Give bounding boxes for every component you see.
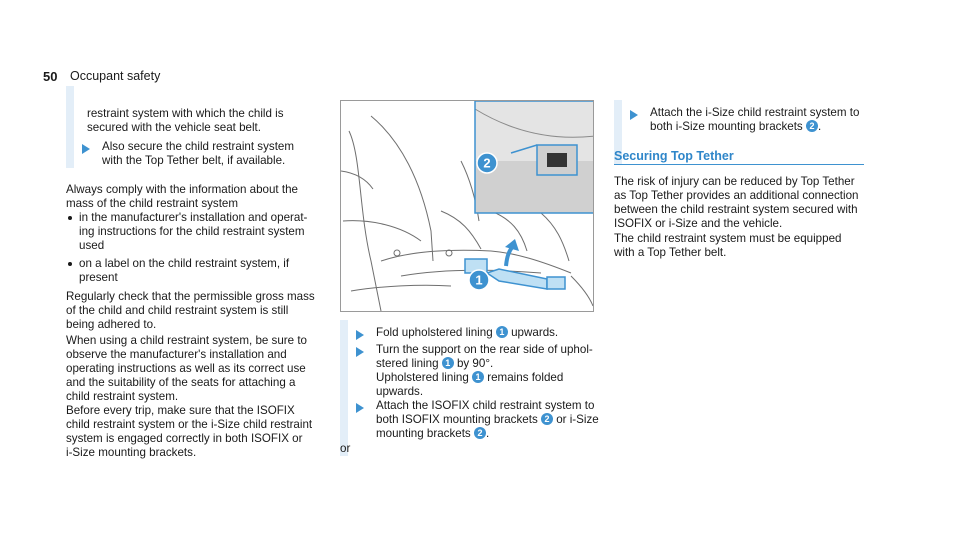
callout-2-icon bbox=[476, 152, 498, 174]
step-text: Upholstered lining 1 remains folded bbox=[376, 371, 564, 384]
or-label: or bbox=[340, 442, 351, 455]
section-heading: Securing Top Tether bbox=[614, 149, 734, 163]
callout-1-label: 1 bbox=[475, 273, 482, 288]
callout-ref-icon: 2 bbox=[473, 427, 486, 439]
paragraph-line: Before every trip, make sure that the IS… bbox=[66, 404, 295, 417]
step-arrow-icon bbox=[82, 144, 90, 154]
paragraph-line: When using a child restraint system, be … bbox=[66, 334, 308, 347]
paragraph-line: of the child and child restraint system … bbox=[66, 304, 289, 317]
bullet-line: ing instructions for the child restraint… bbox=[79, 225, 305, 238]
bullet-line: on a label on the child restraint system… bbox=[79, 257, 290, 270]
paragraph-line: as Top Tether provides an additional con… bbox=[614, 189, 859, 202]
callout-1-icon bbox=[468, 269, 490, 291]
page-section-title: Occupant safety bbox=[70, 69, 161, 83]
callout-ref-icon: 2 bbox=[805, 120, 818, 132]
bullet-line: present bbox=[79, 271, 118, 284]
step-text: both ISOFIX mounting brackets 2 or i-Siz… bbox=[376, 413, 599, 426]
heading-rule bbox=[614, 164, 864, 165]
callout-ref-icon: 1 bbox=[441, 357, 454, 369]
paragraph-line: ISOFIX or i-Size and the vehicle. bbox=[614, 217, 783, 230]
bullet-line: in the manufacturer's installation and o… bbox=[79, 211, 308, 224]
step-arrow-icon bbox=[356, 330, 364, 340]
step-text: both i-Size mounting brackets 2. bbox=[650, 120, 822, 133]
bullet-line: used bbox=[79, 239, 105, 252]
step-text: upwards. bbox=[376, 385, 424, 398]
paragraph-line: operating instructions as well as its co… bbox=[66, 362, 306, 375]
paragraph-line: Regularly check that the permissible gro… bbox=[66, 290, 315, 303]
paragraph-line: observe the manufacturer's installation … bbox=[66, 348, 287, 361]
step-text: with the Top Tether belt, if available. bbox=[102, 154, 286, 167]
intro-line: restraint system with which the child is bbox=[87, 107, 284, 120]
paragraph-line: mass of the child restraint system bbox=[66, 197, 239, 210]
page-number: 50 bbox=[43, 69, 58, 84]
bullet-icon bbox=[68, 216, 72, 220]
paragraph-line: with a Top Tether belt. bbox=[614, 246, 727, 259]
paragraph-line: between the child restraint system secur… bbox=[614, 203, 858, 216]
paragraph-line: child restraint system. bbox=[66, 390, 179, 403]
paragraph-line: The risk of injury can be reduced by Top… bbox=[614, 175, 855, 188]
step-text: Attach the ISOFIX child restraint system… bbox=[376, 399, 595, 412]
rear-seat-drawing: 2 1 bbox=[341, 101, 593, 311]
paragraph-line: i-Size mounting brackets. bbox=[66, 446, 197, 459]
step-text: Turn the support on the rear side of uph… bbox=[376, 343, 593, 356]
callout-ref-icon: 2 bbox=[540, 413, 553, 425]
step-text: Also secure the child restraint system bbox=[102, 140, 295, 153]
callout-ref-icon: 1 bbox=[495, 326, 508, 338]
step-bar bbox=[66, 86, 74, 134]
step-arrow-icon bbox=[356, 403, 364, 413]
paragraph-line: Always comply with the information about… bbox=[66, 183, 298, 196]
step-arrow-icon bbox=[356, 347, 364, 357]
seat-illustration: 2 1 bbox=[340, 100, 594, 312]
paragraph-line: being adhered to. bbox=[66, 318, 157, 331]
step-text: Attach the i-Size child restraint system… bbox=[650, 106, 860, 119]
callout-ref-icon: 1 bbox=[472, 371, 485, 383]
intro-line: secured with the vehicle seat belt. bbox=[87, 121, 262, 134]
step-bar bbox=[614, 100, 622, 164]
paragraph-line: system is engaged correctly in both ISOF… bbox=[66, 432, 303, 445]
paragraph-line: The child restraint system must be equip… bbox=[614, 232, 842, 245]
step-arrow-icon bbox=[630, 110, 638, 120]
bullet-icon bbox=[68, 262, 72, 266]
step-text: Fold upholstered lining 1 upwards. bbox=[376, 326, 559, 339]
step-text: stered lining 1 by 90°. bbox=[376, 357, 494, 370]
step-text: mounting brackets 2. bbox=[376, 427, 490, 440]
paragraph-line: and the suitability of the seats for att… bbox=[66, 376, 296, 389]
step-bar bbox=[66, 134, 74, 168]
callout-2-label: 2 bbox=[483, 156, 490, 171]
step-bar bbox=[340, 320, 348, 456]
paragraph-line: child restraint system or the i-Size chi… bbox=[66, 418, 313, 431]
